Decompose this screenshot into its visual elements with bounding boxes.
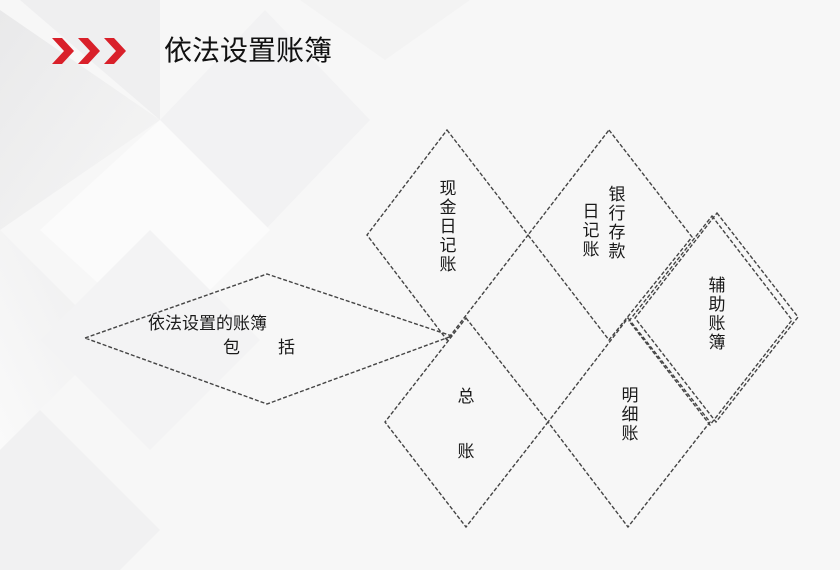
root-label-bao: 包 <box>223 338 240 358</box>
bank-journal-diamond <box>527 128 693 342</box>
triple-chevron-right-icon <box>52 38 126 64</box>
auxiliary-diamond <box>634 211 799 424</box>
header <box>52 30 128 72</box>
auxiliary-label: 辅助账簿 <box>708 276 726 353</box>
root-label-kuo: 括 <box>278 338 295 358</box>
root-label-line1: 依法设置的账簿 <box>148 314 267 334</box>
auxiliary-diamond-shadow <box>628 214 793 427</box>
bank-journal-label-col1: 日记账 <box>582 202 600 260</box>
page-title: 依法设置账簿 <box>164 34 333 67</box>
cash-journal-label: 现金日记账 <box>439 179 457 275</box>
root-diamond <box>82 273 455 405</box>
bank-journal-label-col2: 银行存款 <box>608 185 626 262</box>
general-ledger-label-zhang: 账 <box>457 442 475 462</box>
general-ledger-diamond <box>384 316 549 529</box>
detail-ledger-label: 明细账 <box>621 386 639 444</box>
general-ledger-label-zong: 总 <box>457 387 475 407</box>
detail-ledger-diamond <box>547 316 711 529</box>
cash-journal-diamond <box>366 128 529 342</box>
